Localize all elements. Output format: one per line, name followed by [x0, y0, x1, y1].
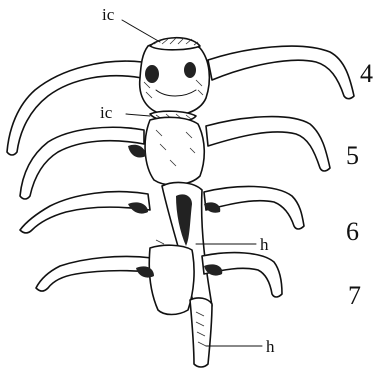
centrum-5 [145, 117, 204, 185]
haemal-spine-7 [190, 298, 212, 367]
shade-4b [184, 62, 196, 78]
label-h-lower: h [266, 337, 275, 356]
number-6: 6 [346, 217, 359, 246]
shade-4a [145, 65, 159, 83]
vertebra-7 [36, 245, 282, 367]
number-7: 7 [348, 281, 361, 310]
label-ic-mid: ic [100, 103, 113, 122]
number-4: 4 [360, 59, 373, 88]
rib-5-left [20, 127, 144, 199]
label-h-upper: h [260, 235, 269, 254]
rib-6-left [20, 192, 150, 233]
leader-ic-mid [126, 114, 150, 116]
leader-ic-top [122, 20, 160, 42]
rib-5-right [206, 117, 330, 171]
centrum-7 [149, 245, 194, 314]
label-ic-top: ic [102, 5, 115, 24]
number-5: 5 [346, 141, 359, 170]
rib-4-right [208, 46, 354, 99]
rib-7-left [36, 256, 152, 291]
